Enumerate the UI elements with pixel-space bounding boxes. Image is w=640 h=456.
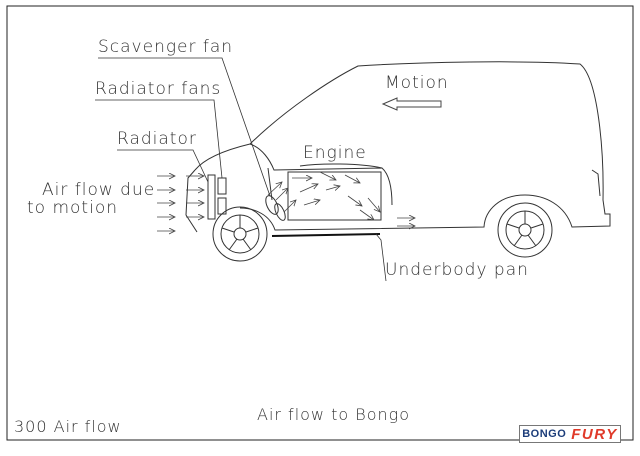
radiator-fan-upper: [217, 177, 227, 195]
engine-block: [287, 171, 382, 221]
motion-arrow-icon: [381, 97, 442, 111]
scavenger-fan-shape: [265, 195, 279, 215]
brand-logo: BONGO FURY: [519, 425, 621, 443]
outgoing-airflow-arrows: [397, 218, 415, 226]
incoming-airflow-arrows: [157, 176, 204, 231]
motion-label: Motion: [385, 73, 449, 93]
drawing-border: [6, 5, 634, 441]
drawing-number: 300 Air flow: [14, 417, 122, 436]
underbody-pan-line: [271, 233, 381, 237]
air-flow-label-line1: Air flow due: [42, 180, 156, 200]
brand-logo-part1: BONGO: [522, 428, 567, 440]
drawing-caption: Air flow to Bongo: [257, 405, 411, 424]
scavenger-fan-label: Scavenger fan: [98, 37, 234, 57]
air-flow-label-line2: to motion: [27, 198, 118, 218]
van-body: [185, 61, 611, 233]
rear-wheel: [497, 202, 553, 258]
brand-logo-part2: FURY: [571, 425, 618, 443]
underbody-pan-label: Underbody pan: [385, 260, 529, 280]
radiator-label: Radiator: [117, 129, 197, 149]
front-wheel: [212, 206, 268, 262]
radiator-fans-label: Radiator fans: [95, 79, 222, 99]
radiator-core: [207, 174, 216, 220]
scavenger-fan-shape-2: [274, 203, 286, 221]
engine-bay-airflow-arrows: [267, 171, 380, 220]
leader-lines: [95, 57, 387, 282]
engine-label: Engine: [303, 143, 367, 163]
